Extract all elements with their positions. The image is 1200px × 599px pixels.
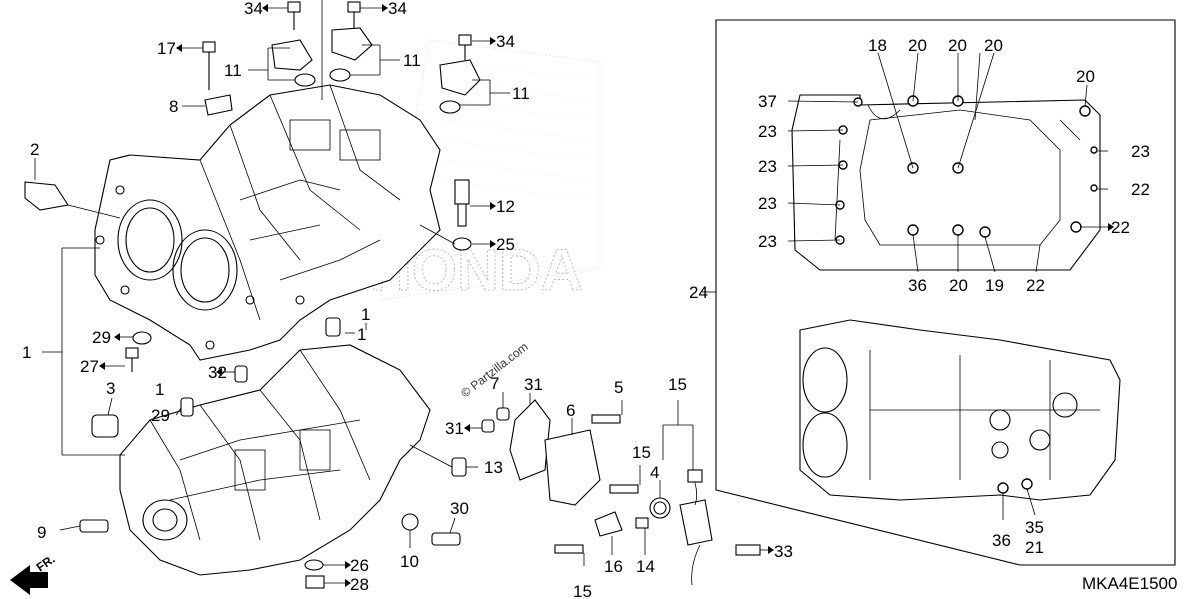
callout: 22 (1131, 180, 1150, 199)
callout: 20 (984, 36, 1003, 55)
callout: 15 (668, 375, 687, 394)
callout-labels: 34 34 34 17 11 11 11 8 2 12 25 1 1 1 1 2… (22, 0, 1150, 599)
callout: 32 (208, 363, 227, 382)
small-parts (24, 1, 761, 589)
callout: 6 (566, 401, 575, 420)
callout: 3 (106, 379, 115, 398)
callout: 29 (92, 328, 111, 347)
callout: 16 (604, 557, 623, 576)
callout: 23 (758, 194, 777, 213)
callout: 23 (1131, 142, 1150, 161)
callout: 23 (758, 122, 777, 141)
callout: 22 (1111, 218, 1130, 237)
callout: 33 (774, 542, 793, 561)
callout: 19 (985, 276, 1004, 295)
callout: 15 (573, 582, 592, 599)
callout: 4 (650, 463, 659, 482)
callout: 30 (450, 499, 469, 518)
callout: 23 (758, 157, 777, 176)
callout: 9 (37, 523, 46, 542)
callout: 18 (868, 36, 887, 55)
callout: 7 (490, 374, 499, 393)
callout: 1 (22, 343, 31, 362)
callout: 26 (350, 556, 369, 575)
callout: 10 (400, 552, 419, 571)
callout: 2 (30, 140, 39, 159)
callout: 36 (908, 276, 927, 295)
detail-frame (715, 19, 1176, 566)
callout: 23 (758, 232, 777, 251)
callout: 14 (636, 557, 655, 576)
crankcase-bottom-view (791, 94, 1101, 271)
callout: 27 (80, 357, 99, 376)
callout: 1 (361, 305, 370, 324)
callout: 11 (512, 84, 530, 103)
diagram-code: MKA4E1500 (1082, 574, 1177, 593)
front-marker-label: FR. (34, 552, 58, 575)
callout: 15 (632, 443, 651, 462)
callout: 29 (151, 406, 170, 425)
upper-crankcase (94, 84, 441, 361)
callout: 12 (496, 197, 515, 216)
callout: 31 (445, 419, 464, 438)
lower-crankcase (119, 344, 431, 576)
callout: 31 (524, 375, 543, 394)
callout: 17 (157, 39, 176, 58)
crankcase-side-view (799, 319, 1121, 501)
callout: 35 (1025, 518, 1044, 537)
callout: 21 (1025, 538, 1044, 557)
callout: 8 (169, 97, 178, 116)
leader-lines (34, 0, 1108, 584)
callout: 11 (403, 51, 421, 70)
callout: 20 (1076, 67, 1095, 86)
callout: 34 (244, 0, 263, 18)
callout: 37 (758, 92, 777, 111)
callout: 1 (155, 380, 164, 399)
arrow-marks (99, 4, 1114, 587)
front-direction-marker: FR. (10, 552, 58, 595)
callout: 20 (949, 276, 968, 295)
callout: 28 (350, 575, 369, 594)
callout: 36 (992, 531, 1011, 550)
honda-wing-watermark (379, 39, 601, 301)
callout: 22 (1026, 276, 1045, 295)
callout: 13 (484, 458, 503, 477)
callout: 5 (614, 378, 623, 397)
callout: 1 (357, 325, 366, 344)
callout: 34 (496, 32, 515, 51)
callout: 25 (496, 235, 515, 254)
callout: 11 (224, 61, 242, 80)
callout: 20 (948, 36, 967, 55)
callout: 20 (908, 36, 927, 55)
callout: 24 (689, 283, 708, 302)
callout: 34 (388, 0, 407, 18)
